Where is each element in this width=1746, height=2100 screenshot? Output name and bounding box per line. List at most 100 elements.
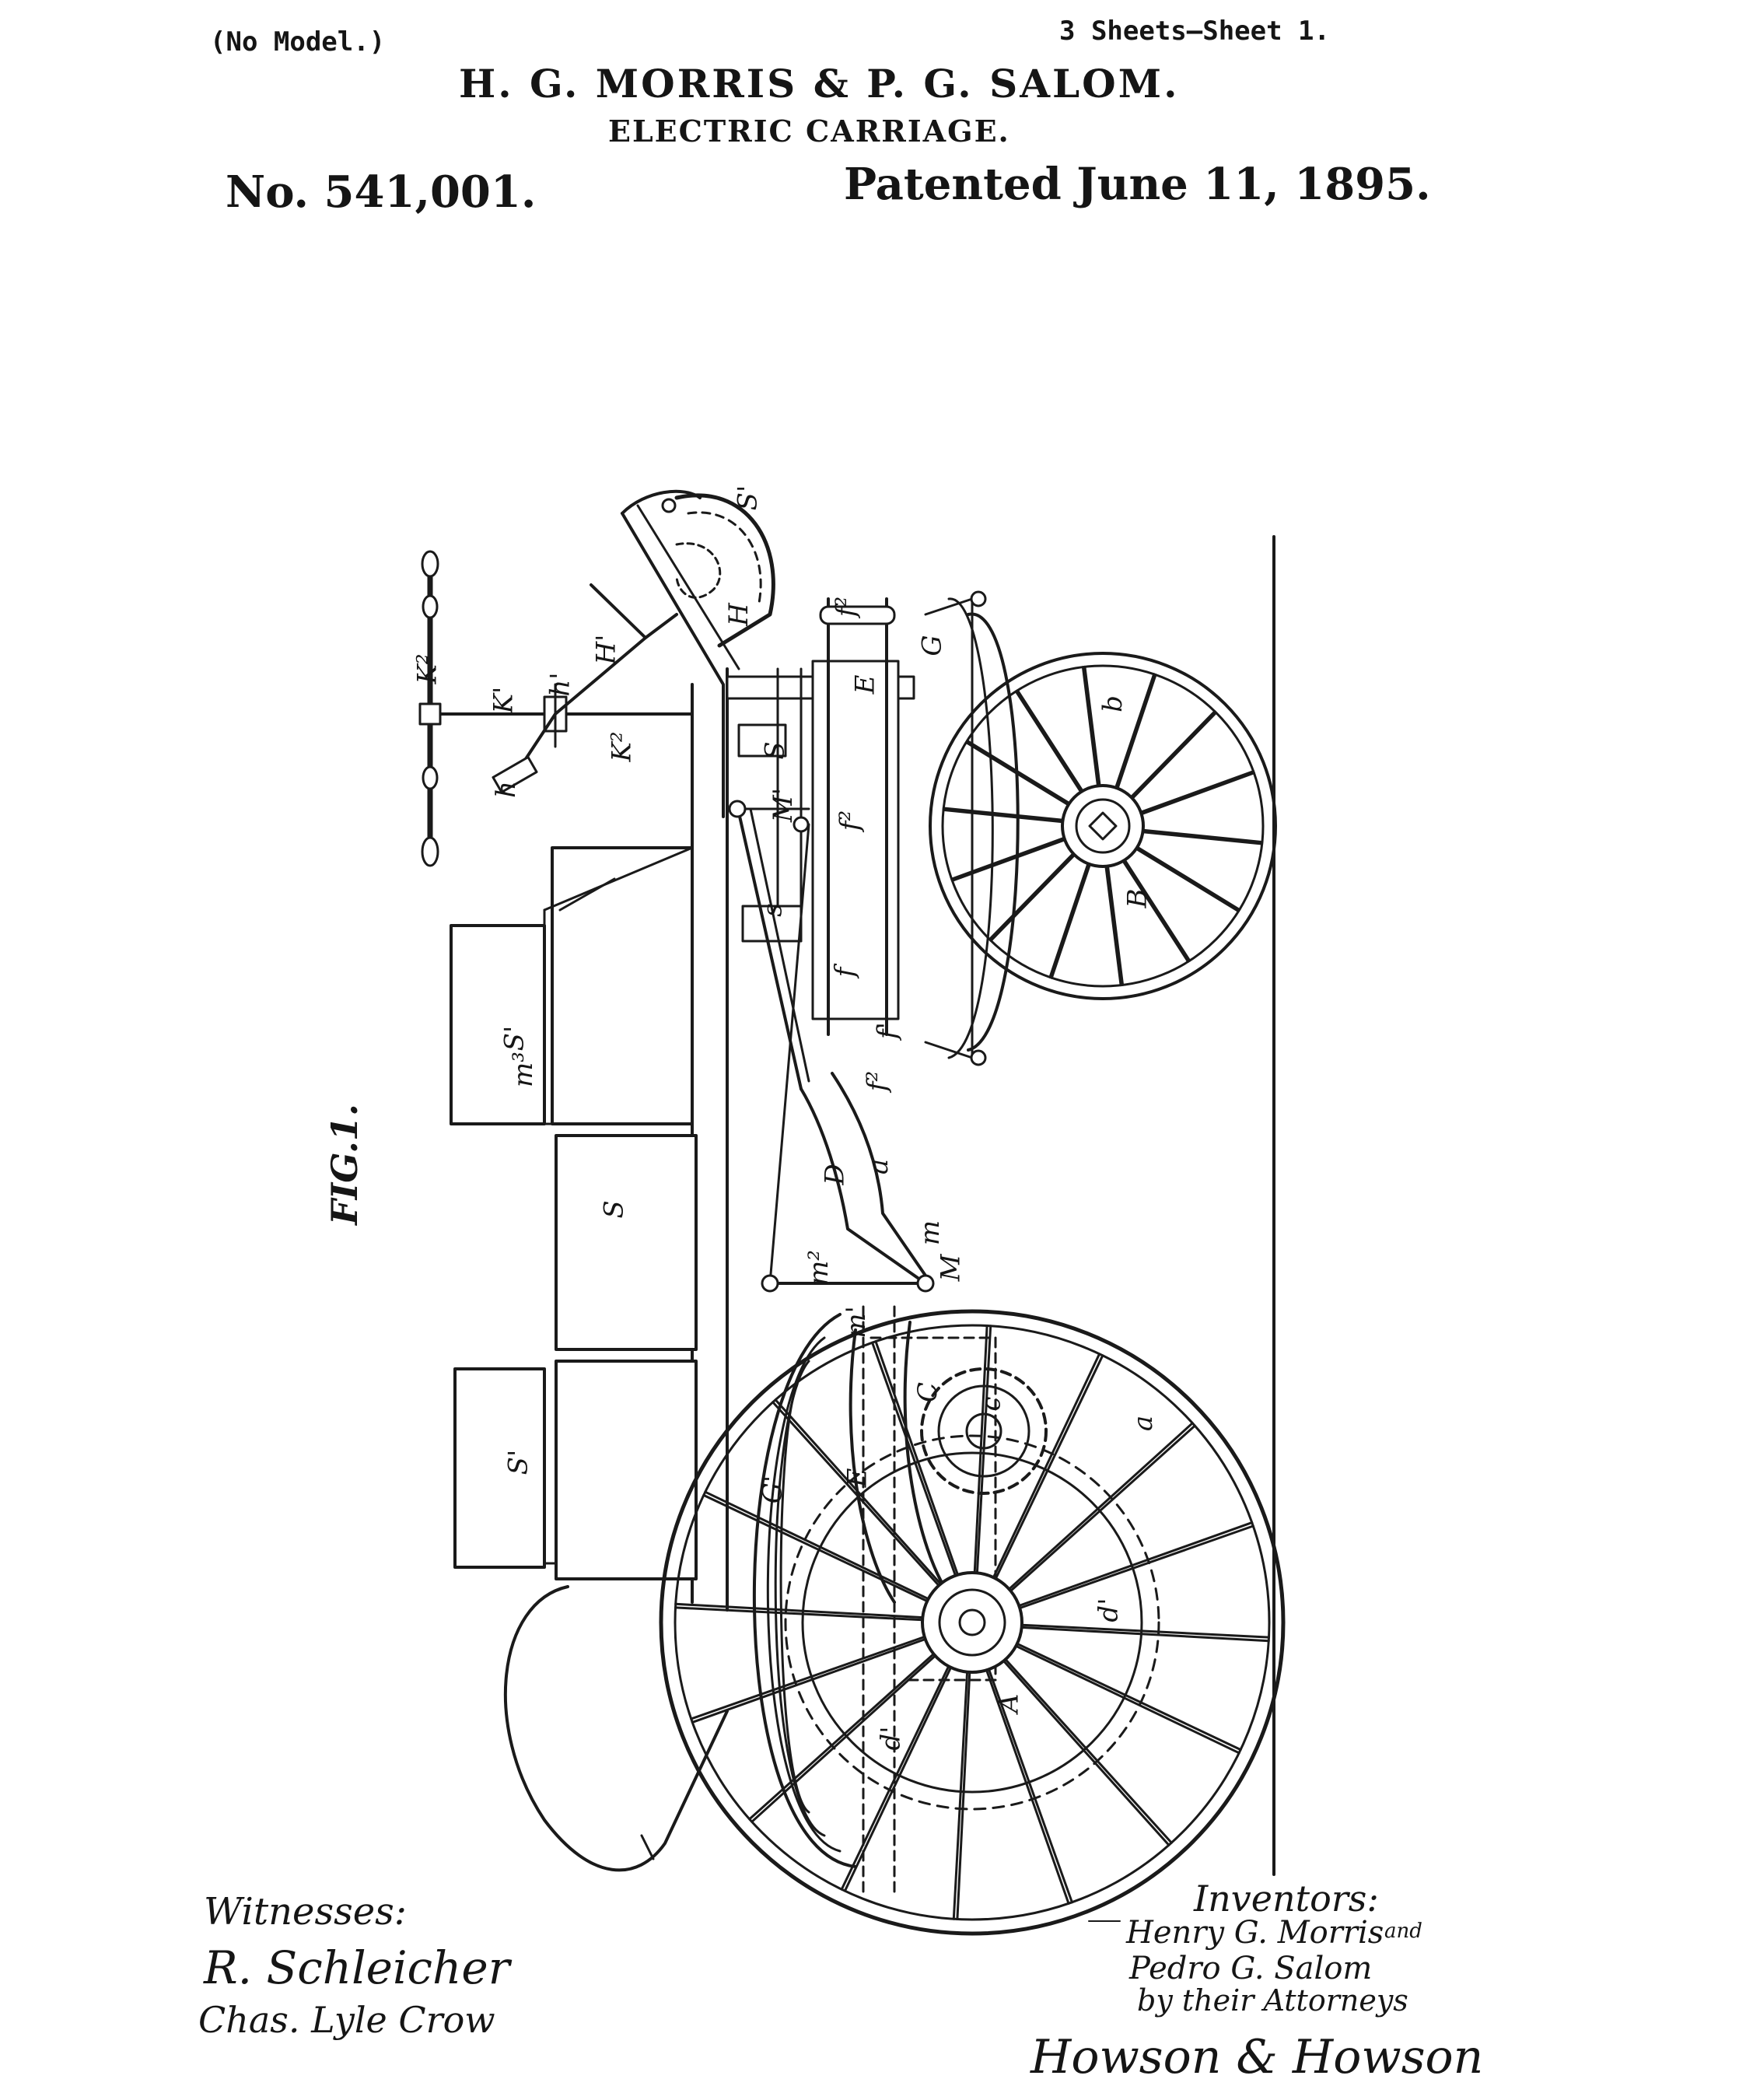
inventor-signature-2: Pedro G. Salom: [1129, 1951, 1373, 1986]
spoke: [950, 836, 1065, 880]
spoke: [1002, 1660, 1170, 1846]
reference-letter: m: [915, 1220, 946, 1246]
spoke: [1131, 711, 1218, 800]
spoke: [950, 838, 1066, 882]
spoke: [975, 1325, 992, 1574]
reference-letter: G: [916, 635, 948, 656]
spoke: [1017, 1521, 1254, 1607]
spoke: [1048, 862, 1090, 978]
attorneys-signature: Howson & Howson: [1030, 2030, 1484, 2084]
spoke: [1020, 1626, 1270, 1643]
spoke: [1004, 1658, 1173, 1844]
sheet-count: 3 Sheets—Sheet 1.: [1059, 16, 1330, 47]
reference-letter: E: [842, 1468, 873, 1488]
spoke: [674, 1602, 924, 1619]
patent-number: No. 541,001.: [226, 166, 537, 218]
reference-letter: f²: [862, 1070, 894, 1092]
invention-title: ELECTRIC CARRIAGE.: [608, 114, 1010, 149]
spoke: [1116, 674, 1157, 790]
spoke: [952, 1671, 969, 1920]
reference-letter: D: [819, 1164, 851, 1185]
spoke: [691, 1638, 927, 1724]
spoke: [772, 1401, 940, 1587]
spoke: [994, 1354, 1104, 1580]
spoke: [674, 1606, 924, 1622]
reference-letter: S: [759, 741, 791, 760]
reference-letter: K': [488, 686, 520, 714]
spoke: [1018, 1524, 1254, 1609]
spoke: [702, 1493, 929, 1603]
spoke: [871, 1341, 957, 1577]
spoke: [748, 1653, 935, 1821]
witness-signature-2: Chas. Lyle Crow: [198, 1999, 495, 2041]
reference-letter: d': [875, 1726, 907, 1751]
reference-letter: c: [975, 1396, 1007, 1412]
spoke: [992, 1353, 1101, 1579]
running-gear: [726, 590, 1020, 1899]
reference-letter: m': [840, 1306, 872, 1339]
reference-letter: G': [757, 1475, 789, 1504]
reference-letter: h: [490, 781, 522, 798]
reference-letter: f': [871, 1022, 903, 1039]
spoke: [874, 1340, 959, 1577]
reference-letter: a: [863, 1158, 895, 1175]
reference-letter: S': [732, 485, 764, 511]
rear-wheel: [659, 1309, 1286, 1936]
spoke: [1104, 865, 1122, 987]
reference-letter: m²: [803, 1250, 835, 1286]
spoke: [942, 807, 1065, 821]
carriage-body: [450, 667, 729, 1872]
reference-letter: S: [598, 1200, 630, 1219]
spoke: [988, 852, 1075, 941]
reference-letter: m³: [507, 1052, 539, 1087]
inventors-label: Inventors:: [1194, 1878, 1379, 1920]
witness-signature-1: R. Schleicher: [204, 1941, 510, 1994]
reference-letter: C: [912, 1381, 944, 1403]
reference-letter: S': [499, 1025, 530, 1052]
no-model-note: (No Model.): [210, 26, 386, 58]
spoke: [956, 1671, 971, 1920]
spoke: [1140, 772, 1255, 816]
patent-date: Patented June 11, 1895.: [844, 159, 1431, 210]
spoke: [973, 1325, 988, 1574]
spoke: [988, 1668, 1073, 1904]
reference-letter: s: [757, 903, 789, 917]
reference-letter: K²: [606, 731, 638, 762]
spoke: [985, 1668, 1070, 1905]
spoke: [774, 1398, 942, 1585]
reference-letter: H: [723, 603, 754, 626]
inventors-title: H. G. MORRIS & P. G. SALOM.: [459, 61, 1180, 107]
steering-gear: [418, 550, 694, 867]
spoke: [1014, 690, 1083, 793]
reference-letter: E: [849, 674, 881, 695]
spoke: [843, 1666, 953, 1892]
spoke: [1050, 863, 1091, 979]
reference-letter: f²: [831, 596, 863, 618]
spoke: [942, 808, 1064, 824]
spoke: [1139, 770, 1255, 814]
reference-letter: K²: [411, 653, 443, 684]
spoke: [1081, 666, 1099, 787]
spoke: [751, 1654, 936, 1823]
spoke: [840, 1664, 950, 1891]
reference-letter: f: [829, 967, 861, 978]
spoke: [1014, 1644, 1240, 1755]
reference-letter: B: [1121, 888, 1153, 908]
spoke: [1008, 1422, 1194, 1591]
spoke: [1009, 1424, 1196, 1592]
reference-letter: b: [1097, 695, 1128, 712]
spoke: [1016, 689, 1084, 793]
spoke: [1107, 865, 1125, 986]
inventor-and: and: [1384, 1920, 1422, 1943]
reference-letter: f²: [835, 810, 866, 831]
reference-letter: H': [590, 634, 622, 665]
spoke: [1114, 673, 1156, 789]
spoke: [1135, 845, 1241, 911]
spoke: [966, 739, 1071, 805]
inventor-signature-1: Henry G. Morris: [1126, 1915, 1384, 1951]
spoke: [1135, 847, 1240, 913]
figure-label: FIG.1.: [323, 1104, 366, 1225]
spoke: [1083, 665, 1101, 787]
reference-letter: a: [1128, 1415, 1160, 1432]
